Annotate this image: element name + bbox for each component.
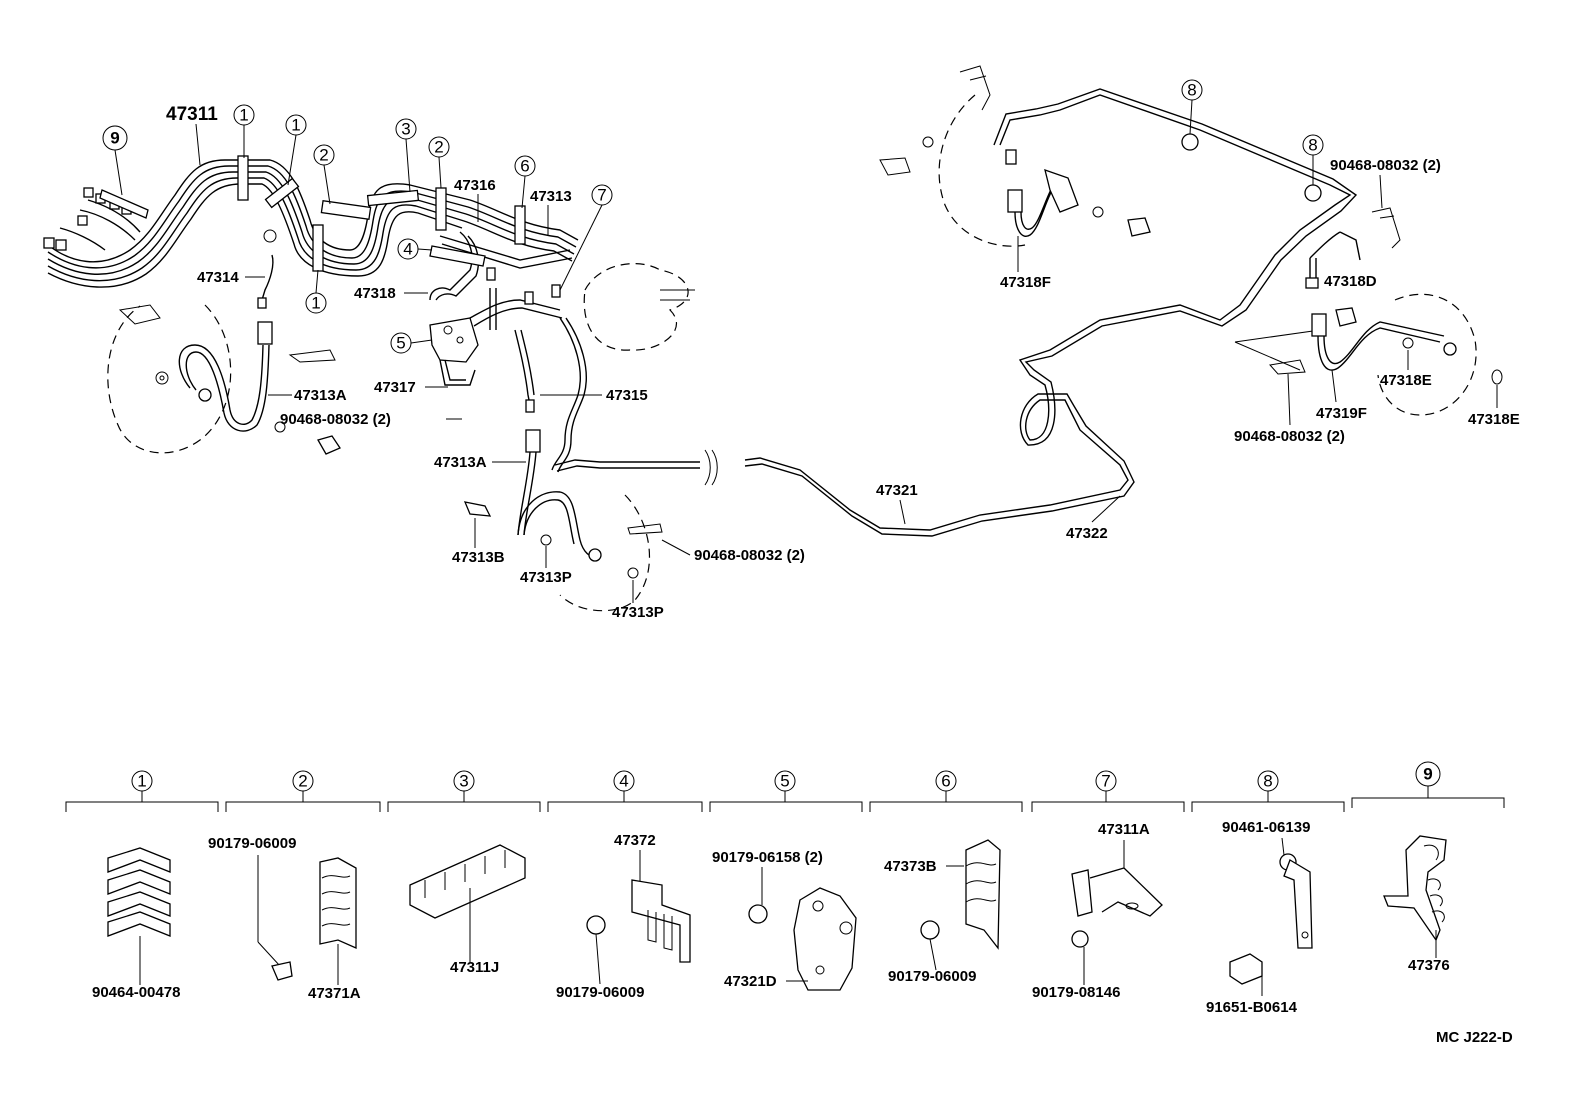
rear-brake-lines	[554, 88, 1361, 537]
callout-1: 1	[233, 104, 255, 126]
part-label: 90468-08032 (2)	[1234, 428, 1345, 445]
part-label: 47318F	[1000, 274, 1051, 291]
part-label: 47371A	[308, 985, 361, 1002]
svg-text:8: 8	[1263, 772, 1272, 791]
part-label: 47316	[454, 177, 496, 194]
clamp-legend: 1 90464-00478 2 90179-06009 47371A 3	[65, 761, 1505, 1016]
callout-3: 3	[395, 118, 417, 140]
part-label: 90179-06009	[888, 968, 976, 985]
part-label: 90179-06158 (2)	[712, 849, 823, 866]
part-label: 47313P	[520, 569, 572, 586]
legend-group-1: 1 90464-00478	[92, 770, 180, 1001]
svg-text:4: 4	[403, 240, 412, 259]
svg-text:5: 5	[780, 772, 789, 791]
callout-9: 9	[102, 125, 128, 151]
svg-text:1: 1	[137, 772, 146, 791]
part-label: 47318E	[1468, 411, 1520, 428]
part-label: 47313A	[434, 454, 487, 471]
part-label: 47372	[614, 832, 656, 849]
svg-text:9: 9	[1423, 765, 1432, 784]
part-label: 47311A	[1098, 821, 1150, 838]
front-tube-bundle	[43, 155, 579, 309]
legend-group-9: 9 47376	[1383, 761, 1450, 974]
legend-group-4: 4 47372 90179-06009	[556, 770, 691, 1001]
svg-text:9: 9	[110, 129, 119, 148]
part-label: 90179-08146	[1032, 984, 1120, 1001]
part-label: 47313A	[294, 387, 347, 404]
callout-5: 5	[390, 332, 412, 354]
svg-text:5: 5	[396, 334, 405, 353]
part-label: 47313	[530, 188, 572, 205]
part-label: 90179-06009	[556, 984, 644, 1001]
svg-text:2: 2	[298, 772, 307, 791]
callout-4: 4	[397, 238, 419, 260]
svg-text:7: 7	[597, 186, 606, 205]
right-front-wheel	[463, 429, 663, 612]
legend-group-5: 5 90179-06158 (2) 47321D	[712, 770, 857, 991]
part-label: 47318D	[1324, 273, 1377, 290]
callout-1: 1	[285, 114, 307, 136]
left-front-wheel	[107, 304, 341, 455]
part-label: 47313B	[452, 549, 505, 566]
part-label: 90468-08032 (2)	[280, 411, 391, 428]
part-label: 90179-06009	[208, 835, 296, 852]
svg-text:3: 3	[459, 772, 468, 791]
part-label: 47376	[1408, 957, 1450, 974]
callout-6: 6	[514, 155, 536, 177]
legend-group-6: 6 47373B 90179-06009	[884, 770, 1001, 985]
svg-text:2: 2	[319, 146, 328, 165]
part-label: 90468-08032 (2)	[694, 547, 805, 564]
part-label: 47311	[166, 104, 218, 125]
callout-7: 7	[591, 184, 613, 206]
left-rear-wheel	[879, 65, 1151, 247]
part-label: 90464-00478	[92, 984, 180, 1001]
svg-text:6: 6	[520, 157, 529, 176]
svg-text:8: 8	[1187, 81, 1196, 100]
part-label: 91651-B0614	[1206, 999, 1298, 1016]
part-label: 47311J	[450, 959, 499, 976]
part-label: 47314	[197, 269, 239, 286]
callout-1: 1	[305, 292, 327, 314]
part-label: 47321D	[724, 973, 777, 990]
part-label: 47318	[354, 285, 396, 302]
svg-text:1: 1	[311, 294, 320, 313]
part-label: 47313P	[612, 604, 664, 621]
callout-8: 8	[1181, 79, 1203, 101]
svg-text:3: 3	[401, 120, 410, 139]
callouts: 1 1 1 2 2 3 4 5 6 7 8 8 9	[102, 79, 1324, 354]
legend-group-7: 7 47311A 90179-08146	[1032, 770, 1163, 1001]
legend-group-2: 2 90179-06009 47371A	[208, 770, 361, 1002]
callout-8: 8	[1302, 134, 1324, 156]
part-label: 47373B	[884, 858, 937, 875]
callout-2: 2	[313, 144, 335, 166]
part-label: 90468-08032 (2)	[1330, 157, 1441, 174]
callout-2: 2	[428, 136, 450, 158]
svg-text:7: 7	[1101, 772, 1110, 791]
part-label: 47321	[876, 482, 918, 499]
part-label: 47315	[606, 387, 648, 404]
legend-group-8: 8 90461-06139 91651-B0614	[1206, 770, 1313, 1016]
part-label: 47318E	[1380, 372, 1432, 389]
right-rear-wheel	[1234, 207, 1503, 416]
legend-group-3: 3 47311J	[409, 770, 526, 976]
svg-text:2: 2	[434, 138, 443, 157]
part-label: 47317	[374, 379, 416, 396]
svg-text:4: 4	[619, 772, 628, 791]
svg-text:8: 8	[1308, 136, 1317, 155]
part-label: 47319F	[1316, 405, 1367, 422]
svg-text:6: 6	[941, 772, 950, 791]
part-label: 90461-06139	[1222, 819, 1310, 836]
proportioning-valve-area	[429, 231, 695, 473]
svg-text:1: 1	[291, 116, 300, 135]
diagram-code: MC J222-D	[1436, 1029, 1513, 1046]
part-labels: 47311 47314 47318 47316 47313 47317 4731…	[166, 104, 1520, 621]
svg-text:1: 1	[239, 106, 248, 125]
part-label: 47322	[1066, 525, 1108, 542]
